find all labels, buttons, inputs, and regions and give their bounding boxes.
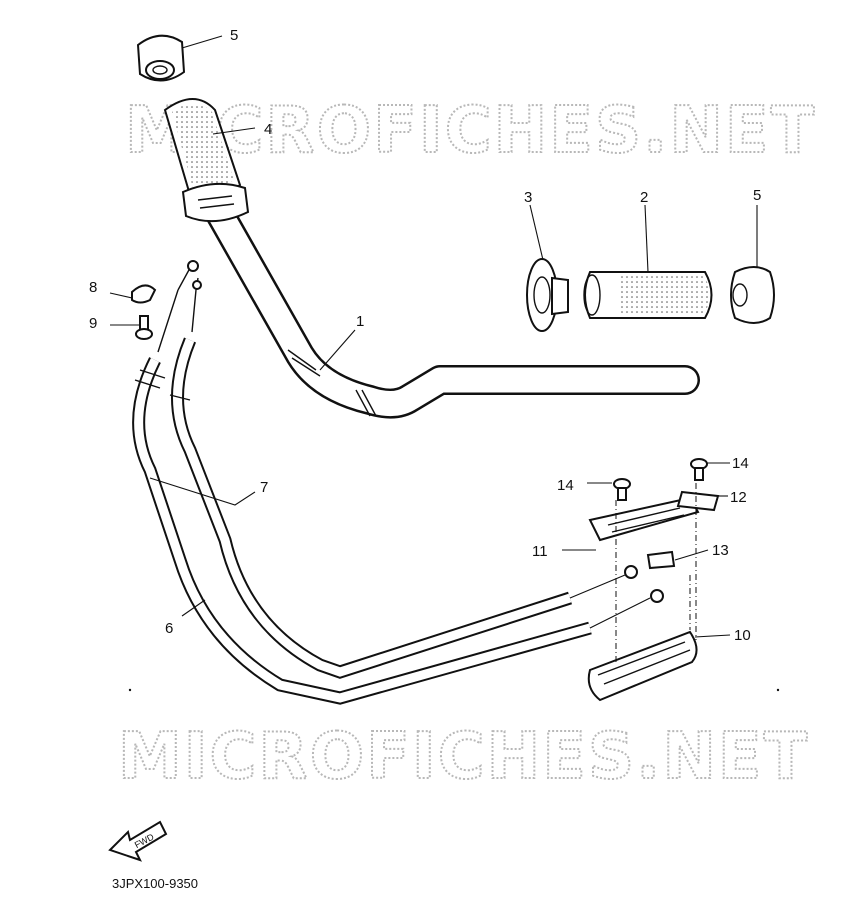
- screw-center: [613, 478, 631, 501]
- watermark-top: MICROFICHES.NET: [125, 94, 816, 168]
- screw-right: [690, 458, 708, 481]
- callout-10: 10: [734, 627, 751, 644]
- callout-13: 13: [712, 542, 729, 559]
- bolt-left: [135, 315, 153, 340]
- callout-6: 6: [165, 620, 173, 637]
- callout-12: 12: [730, 489, 747, 506]
- callout-14-right: 14: [732, 455, 749, 472]
- callout-14-left: 14: [557, 477, 574, 494]
- callout-9: 9: [89, 315, 97, 332]
- diagram-code: 3JPX100-9350: [112, 876, 199, 891]
- callout-5-right: 5: [753, 187, 761, 204]
- callout-7: 7: [260, 479, 268, 496]
- fwd-arrow-icon: FWD: [108, 820, 168, 862]
- cable-clip: [131, 284, 157, 304]
- callout-4: 4: [264, 121, 272, 138]
- watermark-bottom: MICROFICHES.NET: [118, 720, 809, 794]
- throttle-housing: [587, 458, 720, 702]
- left-grip: [163, 98, 250, 223]
- callout-3: 3: [524, 189, 532, 206]
- callout-8: 8: [89, 279, 97, 296]
- callout-1: 1: [356, 313, 364, 330]
- callout-11: 11: [532, 543, 548, 560]
- leader-lines: [109, 35, 758, 638]
- end-cap-left: [136, 34, 186, 82]
- throttle-cables: [132, 260, 664, 705]
- right-grip: [583, 271, 713, 319]
- end-cap-right: [730, 266, 775, 324]
- callout-2: 2: [640, 189, 648, 206]
- handlebar: [200, 190, 700, 419]
- callout-5-left: 5: [230, 27, 238, 44]
- grip-collar: [526, 258, 569, 332]
